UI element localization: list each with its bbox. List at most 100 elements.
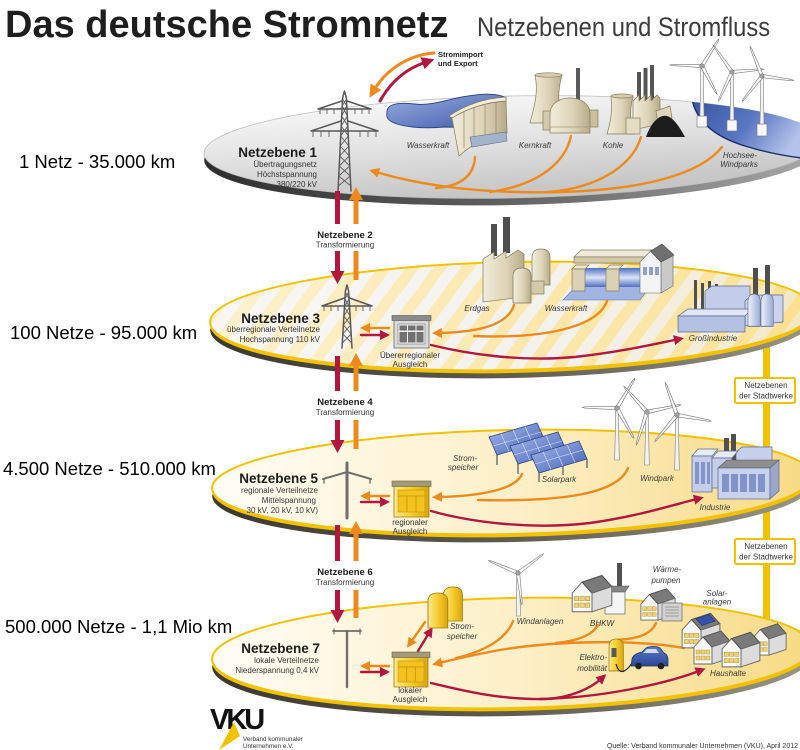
offshore-wind-turbine-icon — [711, 44, 765, 132]
dam-pillars — [463, 102, 497, 148]
label-wind: Windpark — [640, 474, 675, 483]
substation-cap — [391, 651, 431, 658]
grid-stat-level-5: 4.500 Netze - 510.000 km — [3, 458, 216, 479]
wind-turbine-icon — [581, 376, 637, 461]
utility-pole-icon — [332, 628, 362, 689]
netzebene-7-desc-line: Niederspannung 0,4 kV — [235, 666, 319, 675]
netzebene-5-desc-line: 30 kV, 20 kV, 10 kV) — [247, 506, 319, 515]
turbine-foundation — [726, 119, 738, 132]
turbine-tower — [759, 75, 765, 125]
insulators — [333, 628, 361, 635]
vku-logo: VKU Verband kommunaler Unternehmen e.V. — [210, 704, 303, 750]
label-nuclear: Kernkraft — [519, 141, 552, 150]
industry-icon — [691, 434, 780, 500]
front-hall-side — [769, 459, 780, 500]
turbine-hub — [614, 405, 620, 411]
transmission-tower-icon — [321, 284, 373, 349]
front-hall-windows — [722, 474, 765, 492]
label-balancing: Ausgleich — [393, 695, 428, 704]
substation-cap — [391, 315, 432, 321]
label-heat-pumps: Wärme- — [653, 565, 682, 574]
coastline — [690, 89, 800, 160]
turbine-hub — [699, 63, 705, 69]
car-body — [630, 646, 669, 667]
label-storage: Strom- — [450, 622, 474, 631]
gas-tank — [531, 248, 551, 286]
turbine-hub — [515, 570, 521, 576]
label-emobility: Elektro- — [579, 653, 607, 662]
label-box-text: der Stadtwerke — [739, 392, 793, 401]
stadtwerke-label-box: Netzebenen der Stadtwerke — [734, 538, 796, 565]
dam-crest — [448, 96, 507, 119]
upflow-arrowhead — [349, 521, 363, 534]
grid-stat-level-7: 500.000 Netze - 1,1 Mio km — [5, 616, 232, 637]
label-storage: Strom- — [453, 454, 477, 463]
export-arrow — [378, 57, 435, 103]
chp-plant-icon — [571, 563, 630, 615]
hydro-dam-icon — [386, 93, 508, 157]
chimney — [576, 68, 580, 104]
reactor-dome — [549, 97, 591, 134]
charging-display — [611, 648, 617, 657]
base-slab-top — [676, 308, 753, 317]
label-offshore-wind: Hochsee- — [723, 151, 758, 160]
turbine-tower — [674, 414, 680, 471]
netzebene-1-desc-line: Übertragungsnetz — [253, 160, 317, 169]
front-block — [625, 117, 641, 135]
turbine-hub — [644, 409, 650, 415]
base-slab — [677, 315, 746, 333]
panel-grid — [492, 426, 542, 452]
car-wheel — [657, 662, 665, 670]
factory-hall — [704, 285, 751, 311]
label-box-text: Netzebenen — [744, 381, 787, 390]
heavy-industry-icon — [676, 265, 784, 333]
netzebene-7-scene: Netzebene 7 lokale Verteilnetze Niedersp… — [235, 551, 787, 704]
nuclear-plant-icon — [529, 68, 599, 134]
label-heavy-industry: Großindustrie — [689, 334, 738, 343]
netzebene-4-desc: Transformierung — [316, 408, 374, 417]
house-windows — [643, 267, 659, 275]
transmission-tower-icon — [310, 90, 379, 192]
flow-arrow-generation — [369, 145, 724, 194]
flow-line-wind — [476, 466, 630, 502]
tower-legs — [341, 284, 353, 349]
netzebene-1-desc-line: Höchstspannung — [257, 170, 317, 179]
source-credit: Quelle: Verband kommunaler Unternehmen (… — [607, 743, 798, 750]
label-storage: speicher — [447, 632, 478, 641]
flow-arrow-storage-charge — [416, 626, 433, 653]
import-export-label: und Export — [438, 59, 478, 68]
label-balancing: Ausgleich — [393, 527, 428, 536]
netzebene-3-desc-line: überregionale Verteilnetze — [227, 325, 321, 334]
netzebene-3-scene: Netzebene 3 überregionale Verteilnetze H… — [227, 217, 784, 369]
label-gas: Erdgas — [464, 304, 489, 313]
substation-cap — [391, 480, 432, 487]
downflow-arrowhead — [330, 440, 345, 453]
electric-car-icon — [630, 646, 669, 670]
label-coal: Kohle — [603, 141, 624, 150]
plate-surface — [211, 596, 800, 710]
solar-park-icon — [488, 422, 588, 482]
netzebene-7-title: Netzebene 7 — [241, 641, 320, 656]
upflow-bar — [353, 199, 359, 224]
gas-power-plant-icon — [482, 217, 551, 304]
page-title: Das deutsche Stromnetz — [5, 4, 448, 46]
logo-mark: VKU — [210, 704, 264, 736]
heat-pump-grille — [665, 606, 679, 617]
label-households: Haushalte — [710, 669, 747, 678]
downflow-arrowhead — [330, 610, 345, 623]
netzebene-2-title: Netzebene 2 — [317, 230, 372, 241]
upflow-bar — [353, 251, 359, 280]
run-of-river-plant-icon — [562, 243, 675, 301]
label-box-frame — [734, 538, 796, 565]
transformation-netzebene-6: Netzebene 6 Transformierung — [316, 521, 374, 623]
utility-pole-icon — [322, 461, 372, 520]
netzebene-5-desc-line: Mittelspannung — [262, 496, 316, 505]
plate-netzebene-7 — [211, 596, 800, 717]
substation-icon — [391, 480, 432, 518]
transformation-netzebene-4: Netzebene 4 Transformierung — [316, 353, 374, 453]
label-emobility: mobilität — [577, 664, 608, 673]
downflow-bar — [335, 525, 340, 561]
house-roof — [650, 243, 675, 263]
logo-org-name: Unternehmen e.V. — [243, 743, 294, 750]
